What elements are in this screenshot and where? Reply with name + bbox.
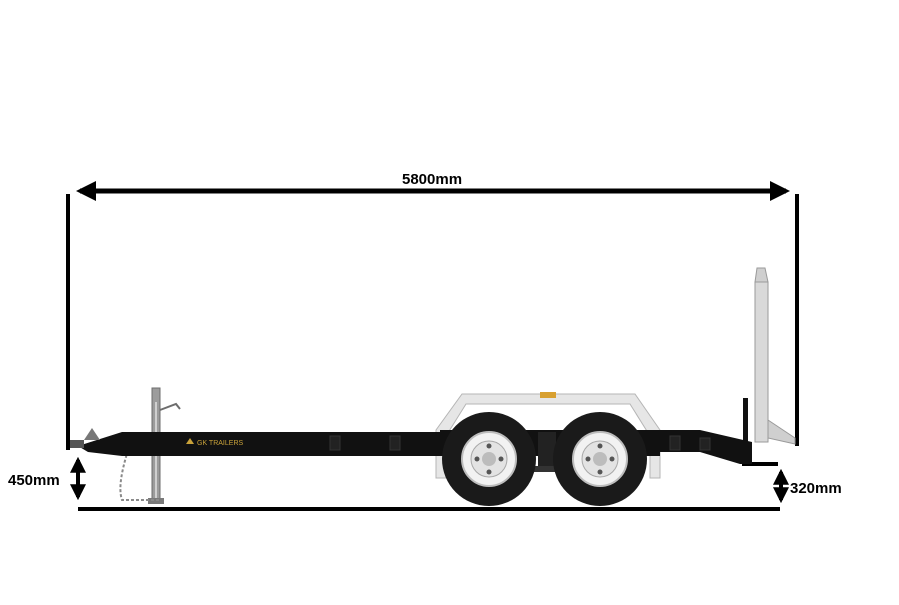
- wheel-front: [442, 412, 536, 506]
- rear-post: [743, 398, 748, 442]
- suspension-hanger: [538, 432, 556, 472]
- length-dimension: [66, 181, 799, 450]
- brand-logo-text: GK TRAILERS: [197, 440, 243, 447]
- rear-height-dimension: [742, 462, 789, 504]
- rear-height-label: 320mm: [790, 480, 842, 497]
- safety-chain: [119, 449, 160, 501]
- trailer-illustration: GK TRAILERS: [70, 267, 796, 506]
- overall-length-label: 5800mm: [402, 171, 463, 188]
- brand-logo: GK TRAILERS: [186, 438, 243, 447]
- loading-ramp: [754, 267, 796, 445]
- wheel-rear: [553, 412, 647, 506]
- front-height-label: 450mm: [8, 472, 60, 489]
